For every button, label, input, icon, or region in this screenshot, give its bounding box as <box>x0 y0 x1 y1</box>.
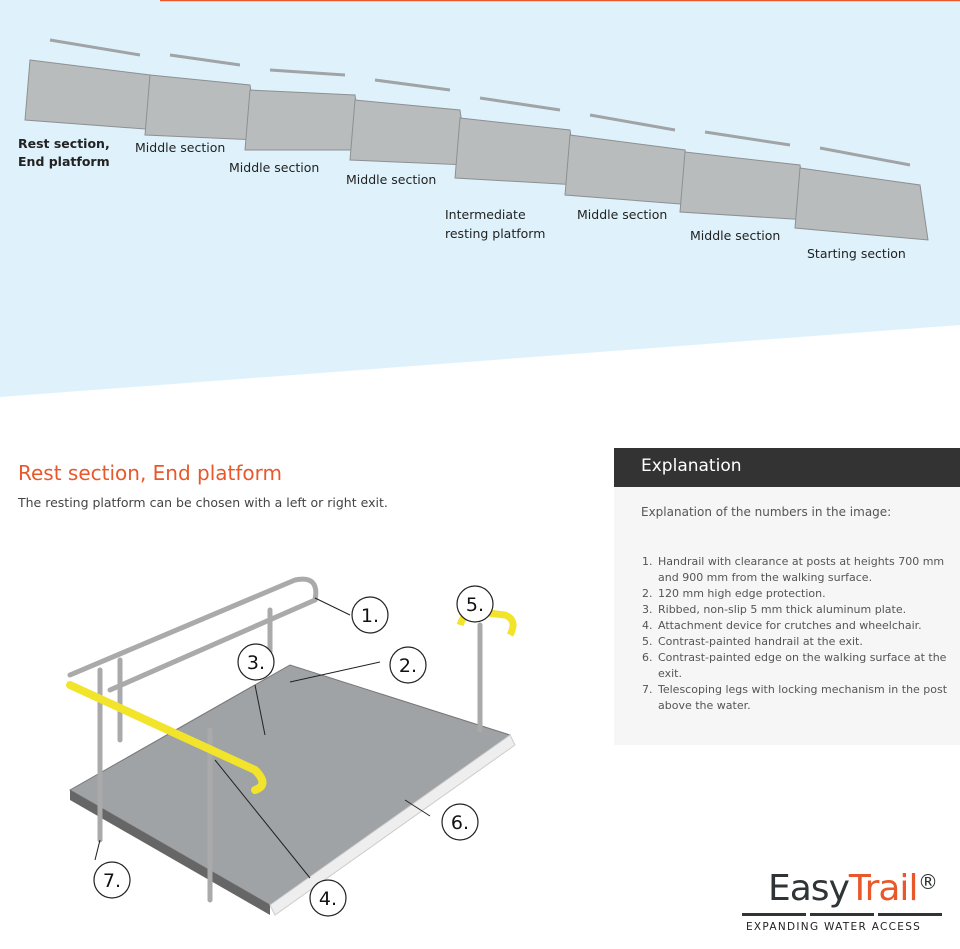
explanation-item: 7. Telescoping legs with locking mechanis… <box>642 682 960 714</box>
item-text: Contrast-painted edge on the walking sur… <box>658 651 947 680</box>
explanation-item: 6. Contrast-painted edge on the walking s… <box>642 650 960 682</box>
explanation-item: 5. Contrast-painted handrail at the exit. <box>642 634 960 650</box>
handrail <box>269 68 346 77</box>
callout-number: 4. <box>319 888 337 910</box>
callout-number: 7. <box>103 870 121 892</box>
explanation-item: 3. Ribbed, non-slip 5 mm thick aluminum p… <box>642 602 960 618</box>
ramp-section <box>144 74 259 141</box>
callout-number: 2. <box>399 655 417 677</box>
item-text: Handrail with clearance at posts at heig… <box>658 555 945 584</box>
item-number: 6. <box>642 651 653 664</box>
logo-tagline: EXPANDING WATER ACCESS <box>746 921 922 933</box>
explanation-item: 1. Handrail with clearance at posts at he… <box>642 554 960 586</box>
handrail <box>819 146 911 167</box>
item-number: 2. <box>642 587 653 600</box>
item-number: 4. <box>642 619 653 632</box>
explanation-list: 1. Handrail with clearance at posts at he… <box>642 554 960 714</box>
ramp-section <box>349 99 469 166</box>
item-text: Ribbed, non-slip 5 mm thick aluminum pla… <box>658 603 907 616</box>
callout-circle <box>309 879 347 917</box>
callout-circle <box>351 596 389 634</box>
label-rest-section: Rest section, <box>18 136 110 151</box>
label-middle-section-5: Middle section <box>690 228 781 243</box>
callout-number: 1. <box>361 605 379 627</box>
easytrail-logo: EasyTrail ® EXPANDING WATER ACCESS <box>742 868 942 938</box>
callout-number: 5. <box>466 594 484 616</box>
logo-trail: Trail <box>848 868 919 909</box>
ramp-overview-illustration <box>0 0 960 397</box>
item-text: Contrast-painted handrail at the exit. <box>658 635 863 648</box>
label-middle-section-1: Middle section <box>135 140 226 155</box>
item-text: 120 mm high edge protection. <box>658 587 826 600</box>
item-number: 5. <box>642 635 653 648</box>
callout-circle <box>441 803 479 841</box>
label-end-platform: End platform <box>18 154 110 169</box>
item-number: 7. <box>642 683 653 696</box>
explanation-intro: Explanation of the numbers in the image: <box>641 505 892 519</box>
item-number: 1. <box>642 555 653 568</box>
item-text: Attachment device for crutches and wheel… <box>658 619 922 632</box>
end-platform-illustration: 1. 2. 3. 4. 5. 6. 7. <box>66 576 517 917</box>
ramp-section <box>794 167 929 241</box>
callout-number: 3. <box>247 652 265 674</box>
section-subtitle: The resting platform can be chosen with … <box>18 495 388 510</box>
handrail <box>374 78 451 92</box>
section-title: Rest section, End platform <box>18 461 283 485</box>
explanation-item: 4. Attachment device for crutches and whe… <box>642 618 960 634</box>
callout-circle <box>93 861 131 899</box>
label-resting-platform: resting platform <box>445 226 546 241</box>
label-middle-section-4: Middle section <box>577 207 668 222</box>
item-text: Telescoping legs with locking mechanism … <box>658 683 948 712</box>
callout-number: 6. <box>451 812 469 834</box>
handrail <box>169 53 241 67</box>
label-intermediate: Intermediate <box>445 207 526 222</box>
label-middle-section-2: Middle section <box>229 160 320 175</box>
explanation-heading: Explanation <box>614 448 960 487</box>
handrail <box>49 38 141 57</box>
handrail <box>479 96 561 112</box>
callout-circle <box>456 585 494 623</box>
callout-circle <box>389 646 427 684</box>
explanation-item: 2. 120 mm high edge protection. <box>642 586 960 602</box>
label-starting-section: Starting section <box>807 246 906 261</box>
handrail <box>589 113 676 132</box>
ramp-section <box>244 89 364 151</box>
explanation-panel: Explanation Explanation of the numbers i… <box>614 448 960 745</box>
logo-easy: Easy <box>768 868 850 909</box>
item-number: 3. <box>642 603 653 616</box>
label-middle-section-3: Middle section <box>346 172 437 187</box>
handrail <box>704 130 791 147</box>
registered-mark: ® <box>918 870 938 894</box>
callout-circle <box>237 643 275 681</box>
